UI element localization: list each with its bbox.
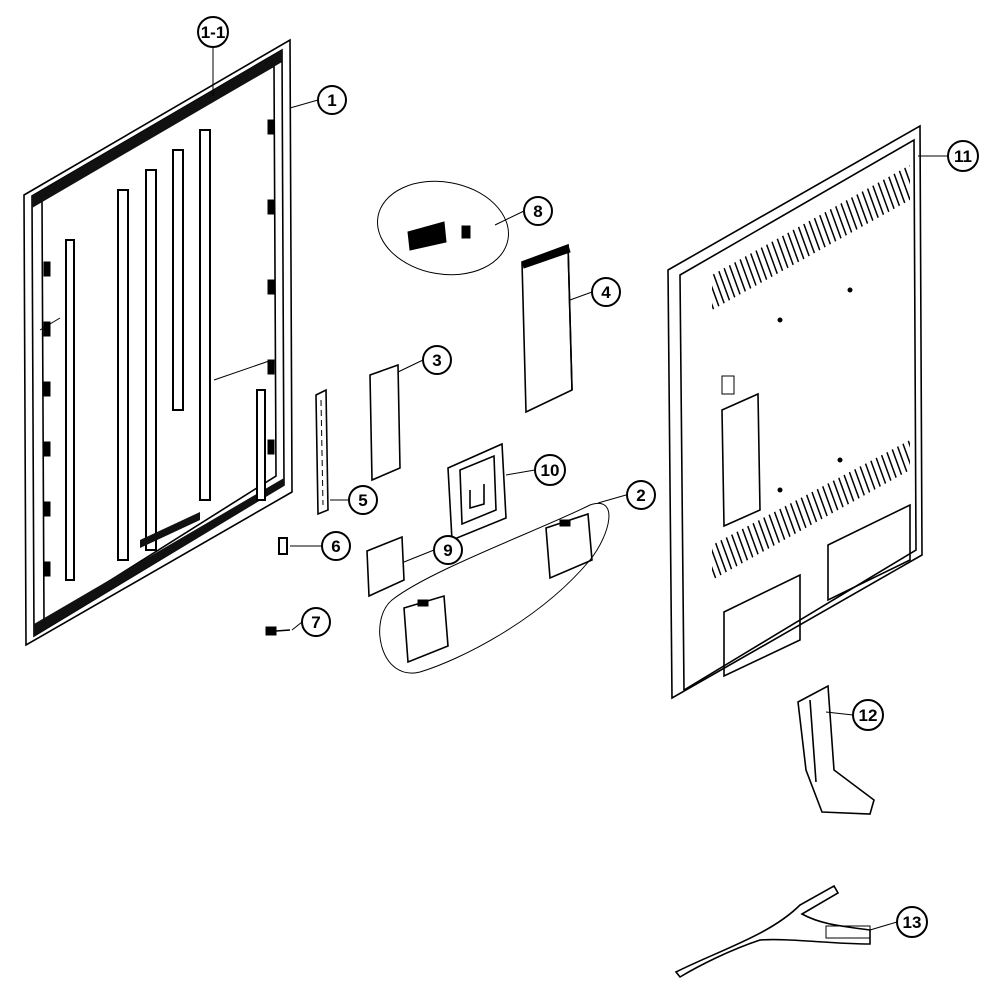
mount-bracket-part-10	[447, 442, 507, 542]
callout-10: 10	[534, 454, 566, 486]
callout-1-1: 1-1	[197, 16, 229, 48]
board-part-9	[366, 535, 405, 598]
callout-7: 7	[301, 607, 331, 637]
callout-1-label: 1	[327, 91, 336, 110]
callout-11: 11	[947, 140, 979, 172]
callout-7-label: 7	[311, 613, 320, 632]
main-board-part-4	[521, 243, 573, 414]
callout-3: 3	[422, 345, 452, 375]
callout-2-label: 2	[636, 486, 645, 505]
callout-12-label: 12	[859, 706, 878, 725]
callout-13: 13	[896, 906, 928, 938]
bracket-part-5	[315, 388, 329, 516]
stand-base-part-13	[674, 884, 871, 979]
callout-6-label: 6	[331, 537, 340, 556]
callout-12: 12	[852, 699, 884, 731]
callout-2: 2	[626, 480, 656, 510]
panel-assembly-part	[23, 38, 293, 647]
leader-lines	[212, 46, 948, 931]
speaker-group-part-2	[379, 502, 610, 674]
clip-part-6	[278, 537, 288, 555]
callout-9-label: 9	[443, 541, 452, 560]
screw-part-7	[265, 626, 291, 636]
callout-5-label: 5	[358, 491, 367, 510]
callout-5: 5	[348, 485, 378, 515]
callout-1-1-label: 1-1	[201, 23, 226, 42]
board-part-3	[369, 363, 401, 482]
callout-8: 8	[523, 196, 553, 226]
callout-9: 9	[433, 535, 463, 565]
callout-4: 4	[591, 277, 621, 307]
callout-6: 6	[321, 531, 351, 561]
callout-11-label: 11	[954, 147, 972, 166]
callout-10-label: 10	[541, 461, 560, 480]
button-group-part-8	[377, 180, 509, 276]
callout-1: 1	[317, 85, 347, 115]
stand-neck-part-12	[797, 684, 875, 815]
callout-3-label: 3	[432, 351, 441, 370]
callout-8-label: 8	[533, 202, 542, 221]
callout-4-label: 4	[601, 283, 611, 302]
rear-cover-part-11	[667, 124, 923, 700]
callout-13-label: 13	[903, 913, 922, 932]
